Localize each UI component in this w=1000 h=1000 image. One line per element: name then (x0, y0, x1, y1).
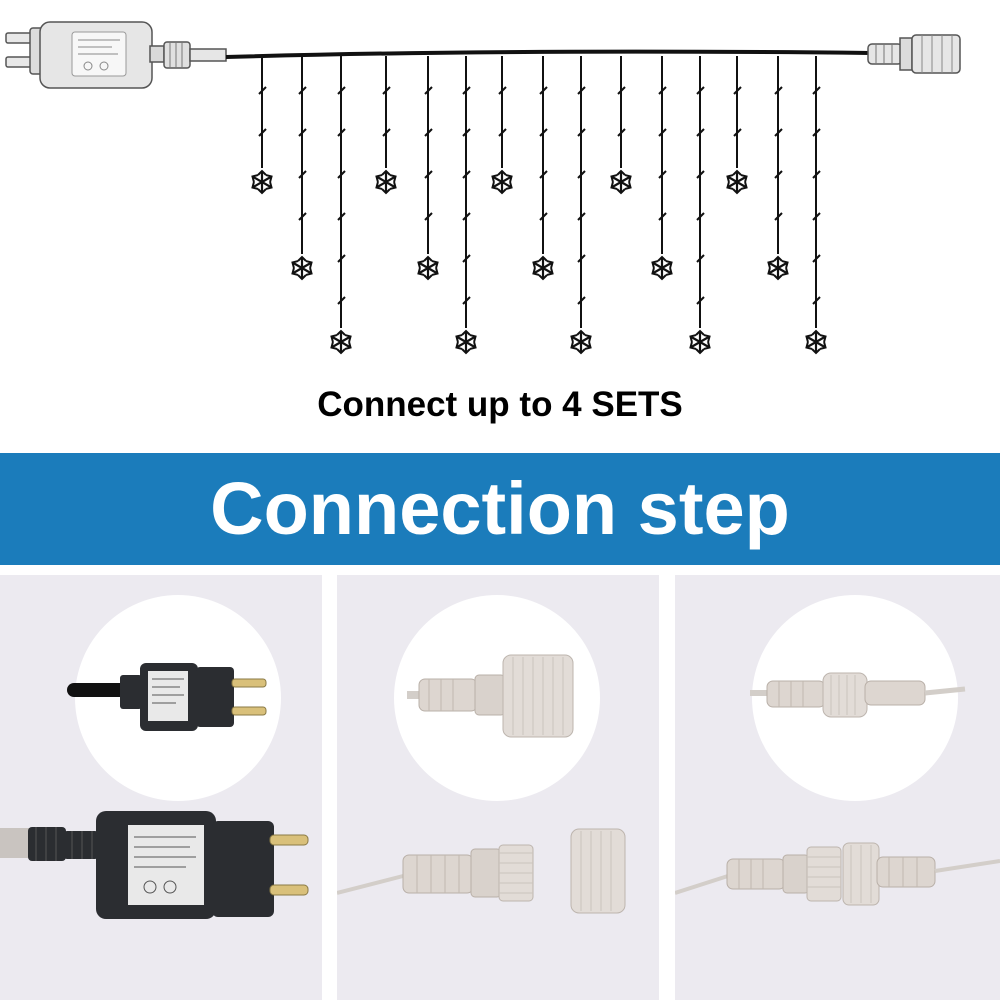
led-bulb (462, 254, 471, 263)
led-bulb (498, 128, 507, 137)
led-bulb (774, 86, 783, 95)
snowflake-icon (491, 169, 513, 195)
snowflake-icon (610, 169, 632, 195)
led-bulb (774, 128, 783, 137)
led-bulb (337, 296, 346, 305)
led-bulb (298, 170, 307, 179)
led-bulb (696, 296, 705, 305)
led-bulb (696, 86, 705, 95)
connect-sets-caption: Connect up to 4 SETS (317, 385, 683, 424)
led-bulb (577, 128, 586, 137)
led-bulb (696, 212, 705, 221)
led-bulb (424, 212, 433, 221)
led-bulb (298, 86, 307, 95)
led-bulb (658, 86, 667, 95)
snowflake-icon (417, 255, 439, 281)
led-bulb (539, 170, 548, 179)
led-bulb (812, 86, 821, 95)
led-bulb (337, 86, 346, 95)
step-3-panel (675, 575, 1000, 1000)
led-bulb (258, 86, 267, 95)
connection-steps (0, 565, 1000, 1000)
power-adapter-icon (67, 663, 267, 731)
led-bulb (658, 170, 667, 179)
connection-step-banner: Connection step (0, 453, 1000, 565)
led-bulb (577, 254, 586, 263)
led-bulb (337, 128, 346, 137)
icicle-strands (251, 56, 827, 355)
led-bulb (812, 212, 821, 221)
led-bulb (337, 170, 346, 179)
snowflake-icon (651, 255, 673, 281)
led-bulb (733, 128, 742, 137)
led-bulb (577, 170, 586, 179)
snowflake-icon (375, 169, 397, 195)
led-bulb (539, 128, 548, 137)
led-bulb (298, 128, 307, 137)
led-bulb (462, 212, 471, 221)
led-bulb (424, 170, 433, 179)
led-bulb (577, 212, 586, 221)
step-1-panel (0, 575, 322, 1000)
snowflake-icon (570, 329, 592, 355)
led-bulb (812, 170, 821, 179)
led-bulb (733, 86, 742, 95)
led-bulb (462, 296, 471, 305)
led-bulb (774, 170, 783, 179)
end-connector-icon (867, 34, 961, 74)
led-bulb (539, 212, 548, 221)
led-bulb (462, 86, 471, 95)
step-2-panel (337, 575, 659, 1000)
power-adapter-connector-icon (0, 811, 309, 919)
led-bulb (258, 128, 267, 137)
led-bulb (812, 254, 821, 263)
snowflake-icon (689, 329, 711, 355)
led-bulb (337, 254, 346, 263)
power-adapter-icon (5, 21, 227, 89)
led-bulb (424, 128, 433, 137)
connector-cap-removed-icon (337, 828, 626, 914)
led-bulb (462, 170, 471, 179)
led-bulb (539, 86, 548, 95)
led-bulb (774, 212, 783, 221)
led-bulb (696, 128, 705, 137)
led-bulb (337, 212, 346, 221)
led-bulb (424, 86, 433, 95)
led-bulb (382, 128, 391, 137)
led-bulb (498, 86, 507, 95)
snowflake-icon (291, 255, 313, 281)
led-bulb (696, 254, 705, 263)
led-bulb (658, 128, 667, 137)
led-bulb (812, 296, 821, 305)
snowflake-icon (532, 255, 554, 281)
led-bulb (696, 170, 705, 179)
snowflake-icon (726, 169, 748, 195)
led-bulb (298, 212, 307, 221)
snowflake-icon (330, 329, 352, 355)
led-bulb (658, 212, 667, 221)
snowflake-icon (251, 169, 273, 195)
led-bulb (462, 128, 471, 137)
main-wire (225, 49, 871, 59)
led-bulb (812, 128, 821, 137)
led-bulb (617, 86, 626, 95)
connector-with-cap-icon (407, 654, 574, 738)
led-bulb (382, 86, 391, 95)
led-bulb (577, 296, 586, 305)
banner-title: Connection step (210, 467, 790, 550)
connectors-aligning-icon (675, 842, 1000, 906)
snowflake-icon (805, 329, 827, 355)
led-bulb (617, 128, 626, 137)
snowflake-icon (767, 255, 789, 281)
connectors-joined-icon (750, 672, 966, 718)
led-bulb (577, 86, 586, 95)
snowflake-icon (455, 329, 477, 355)
icicle-light-diagram (5, 21, 961, 355)
